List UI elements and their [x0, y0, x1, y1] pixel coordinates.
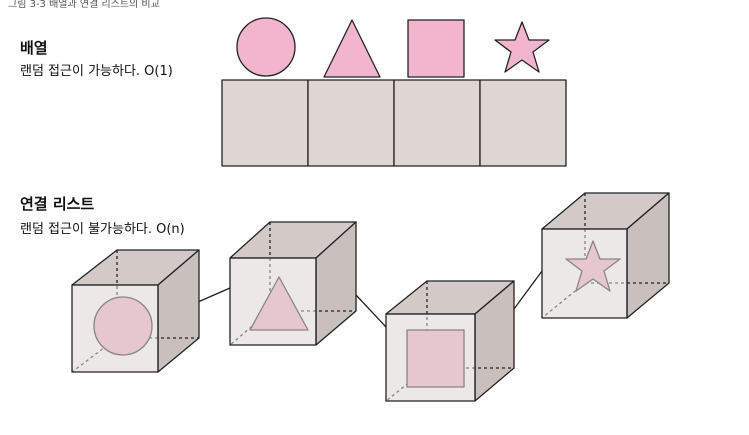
array-circle-shape: [236, 17, 296, 77]
array-cell-0: [221, 79, 309, 167]
list-node-circle: [71, 249, 200, 373]
array-description: 랜덤 접근이 가능하다. O(1): [20, 64, 173, 79]
linked-list-title: 연결 리스트: [20, 195, 95, 213]
linked-list-description: 랜덤 접근이 불가능하다. O(n): [20, 222, 185, 237]
array-cell-2: [393, 79, 481, 167]
link-3-4: [513, 270, 543, 310]
array-star-shape: [494, 21, 550, 73]
list-node-star: [541, 192, 670, 319]
array-cell-3: [479, 79, 567, 167]
array-triangle-shape: [323, 19, 381, 78]
list-node-triangle: [229, 221, 357, 346]
array-cells: [221, 79, 567, 167]
array-title: 배열: [20, 39, 48, 57]
array-cell-1: [307, 79, 395, 167]
array-square-shape: [407, 19, 465, 78]
node-links: [197, 270, 543, 328]
link-2-3: [355, 294, 387, 328]
figure-caption: 그림 3-3 배열과 연결 리스트의 비교: [8, 0, 160, 10]
list-node-square: [385, 280, 515, 402]
link-1-2: [197, 287, 231, 303]
